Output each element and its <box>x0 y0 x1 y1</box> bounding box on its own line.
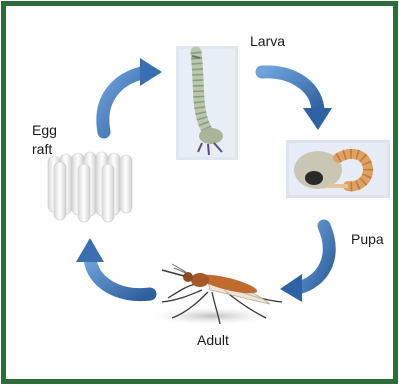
label-pupa: Pupa <box>351 231 384 248</box>
label-egg-line2: raft <box>32 141 52 158</box>
arrow-pupa-to-adult <box>280 226 329 302</box>
arrow-larva-to-pupa <box>262 72 332 130</box>
pupa-illustration <box>286 140 390 198</box>
label-adult: Adult <box>197 332 229 349</box>
egg-raft-illustration <box>48 152 132 222</box>
arrow-egg-to-larva <box>103 58 162 132</box>
adult-mosquito-illustration <box>144 264 282 326</box>
label-egg-line1: Egg <box>32 122 57 139</box>
larva-illustration <box>176 46 238 160</box>
label-larva: Larva <box>250 33 285 50</box>
arrow-adult-to-egg <box>76 238 150 295</box>
